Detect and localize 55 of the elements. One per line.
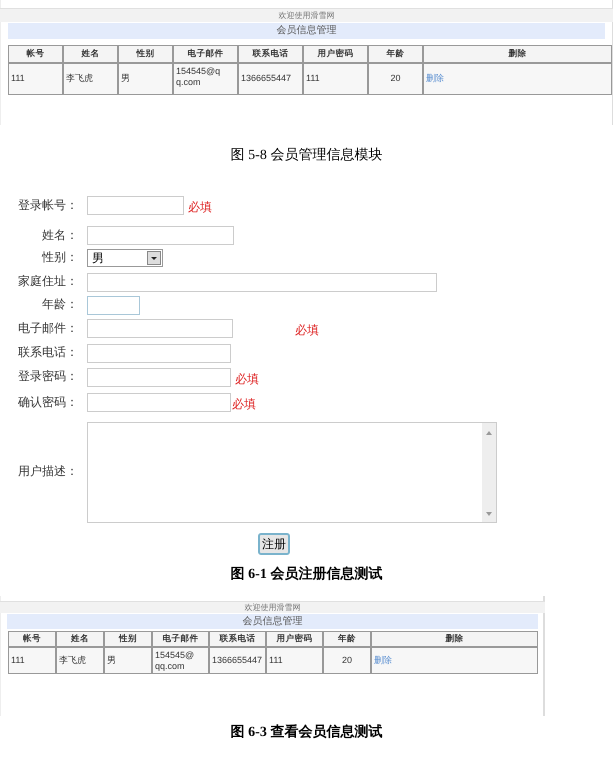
field-label: 确认密码： (17, 395, 78, 410)
field-label: 家庭住址： (17, 274, 78, 288)
table-value: 111 (269, 654, 283, 666)
table-value: 111 (306, 73, 320, 84)
field-label: 性别： (40, 250, 78, 264)
register-button: 注册 (258, 533, 290, 555)
column-header: 联系电话 (218, 633, 256, 644)
column-header: 姓名 (80, 48, 100, 58)
required-note: 必填 (188, 200, 212, 214)
table-value: 1366655447 (212, 654, 262, 666)
column-header: 电子邮件 (186, 48, 224, 58)
table-value: 111 (11, 654, 25, 666)
section-header-band: 会员信息管理 (7, 614, 538, 629)
table-value: 154545@qq.com (176, 66, 222, 88)
field-label: 年龄： (41, 297, 78, 312)
field-label: 登录密码： (17, 369, 78, 384)
table-value: 1366655447 (241, 73, 292, 84)
field-label: 电子邮件： (17, 321, 78, 336)
column-header: 年龄 (385, 48, 406, 58)
column-header: 年龄 (336, 633, 357, 644)
table-value: 李飞虎 (59, 654, 86, 666)
table-value: 20 (389, 73, 402, 84)
required-note: 必填 (232, 397, 256, 412)
figure-caption: 图 5-8 会员管理信息模块 (230, 148, 384, 165)
column-header: 性别 (135, 48, 156, 58)
column-header: 删除 (507, 48, 528, 58)
table-value: 111 (11, 73, 25, 84)
table-value: 154545@qq.com (155, 650, 196, 672)
table-value: 男 (121, 73, 130, 84)
welcome-bar: 欢迎使用滑雪网 (0, 601, 545, 613)
required-note: 必填 (235, 372, 259, 386)
column-header: 电子邮件 (162, 633, 200, 644)
column-header: 姓名 (70, 633, 90, 644)
column-header: 用户密码 (316, 48, 354, 58)
table-value: 20 (340, 654, 353, 666)
figure-caption: 图 6-1 会员注册信息测试 (230, 567, 384, 584)
column-header: 删除 (444, 633, 464, 644)
table-value: 男 (107, 654, 116, 666)
delete-link: 删除 (426, 73, 444, 84)
figure-caption: 图 6-3 查看会员信息测试 (230, 725, 384, 742)
column-header: 帐号 (26, 48, 46, 58)
column-header: 帐号 (22, 633, 42, 644)
gender-dropdown: 男 (87, 249, 163, 267)
column-header: 联系电话 (251, 48, 290, 58)
delete-link: 删除 (374, 654, 392, 666)
field-label: 登录帐号： (17, 198, 78, 212)
field-label: 联系电话： (17, 345, 78, 360)
column-header: 性别 (118, 633, 138, 644)
welcome-bar: 欢迎使用滑雪网 (0, 8, 613, 22)
table-value: 李飞虎 (66, 73, 93, 84)
required-note: 必填 (295, 323, 319, 338)
field-label: 姓名： (41, 228, 78, 242)
field-label: 用户描述： (17, 464, 78, 478)
column-header: 用户密码 (276, 633, 314, 644)
section-header-band: 会员信息管理 (8, 23, 605, 39)
